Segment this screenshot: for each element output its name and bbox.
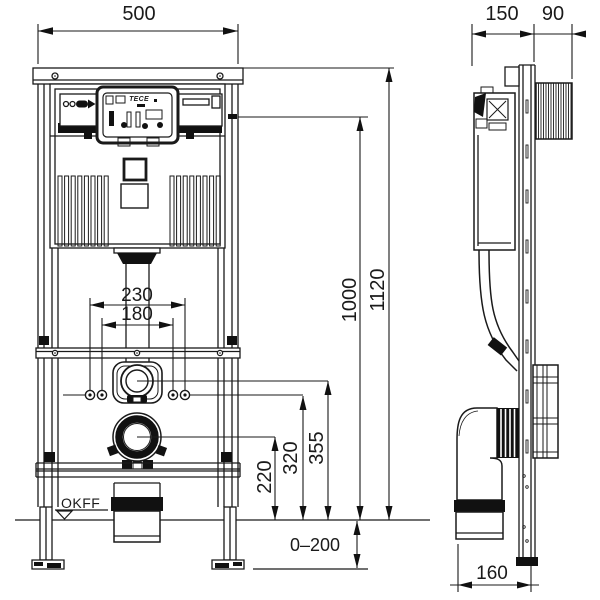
dim-outlet-offset: 160 [476, 563, 508, 584]
lower-crossbars [35, 462, 241, 478]
frame-rails [37, 84, 239, 507]
dim-drain-height: 220 [254, 460, 276, 494]
level-marker-icon [55, 509, 108, 520]
dim-total-height: 1120 [367, 268, 389, 312]
adjustable-feet [31, 506, 245, 570]
cistern-grille [57, 175, 221, 247]
mounting-rail [504, 64, 538, 566]
fixing-bolts [84, 389, 191, 401]
dim-upper-height: 1000 [339, 277, 361, 323]
outlet-pipe-front [111, 482, 163, 543]
dim-foot-adjustment: 0–200 [289, 535, 341, 555]
dim-overall-width: 500 [122, 3, 156, 25]
flush-control-box [95, 85, 180, 147]
flush-pipe [113, 247, 161, 362]
floor-level-line [15, 519, 430, 570]
brand-logo: TECE [129, 96, 149, 103]
dim-frame-depth: 150 [485, 3, 519, 25]
dim-fixing-height: 320 [280, 441, 302, 475]
right-connector [177, 93, 223, 127]
middle-crossbar [35, 347, 241, 359]
dim-bolt-spacing-outer: 230 [121, 285, 153, 306]
water-connection [59, 93, 98, 127]
dimension-lines-front [37, 24, 394, 568]
side-view [450, 24, 586, 592]
floor-level-label: OKFF [61, 495, 101, 511]
dim-wall-bracket-depth: 90 [541, 3, 565, 25]
dim-flush-pipe-height: 355 [306, 431, 328, 465]
drain-socket [106, 412, 168, 470]
inspection-openings [120, 157, 149, 209]
wc-fixing-bracket [532, 364, 559, 459]
drain-elbow [454, 407, 519, 540]
flush-bend-housing [112, 361, 163, 404]
dim-bolt-spacing-inner: 180 [121, 304, 153, 325]
cistern-side [473, 86, 516, 251]
wall-anchor-hatch [535, 82, 573, 140]
dimension-lines-side [450, 24, 586, 592]
flush-pipe-side [478, 249, 520, 372]
top-plate [32, 67, 244, 85]
front-view [15, 24, 430, 570]
